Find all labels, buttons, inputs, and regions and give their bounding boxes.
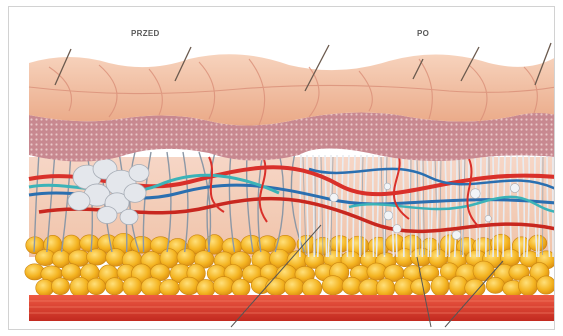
small-cell (470, 189, 480, 199)
skin-cross-section-diagram (9, 7, 555, 330)
fat-globule (266, 278, 287, 295)
fat-globule (465, 279, 486, 297)
fat-globule (518, 276, 537, 296)
fat-globule (537, 276, 555, 294)
fat-globule (177, 249, 196, 266)
fat-globule (86, 249, 106, 265)
fat-globule (486, 277, 505, 293)
small-cell (330, 193, 338, 201)
collagen-fiber (415, 155, 416, 257)
small-cell (485, 215, 491, 221)
small-cell (384, 211, 393, 220)
fat-globule (302, 279, 322, 298)
fat-globule (105, 278, 123, 295)
fat-globule (213, 277, 234, 296)
epidermis-layer (29, 54, 555, 125)
fibroblast-blob (120, 209, 138, 224)
fat-globule (123, 277, 142, 296)
fat-globule (232, 279, 250, 297)
illustration-frame: PRZED PO (8, 6, 555, 330)
fat-globule (36, 279, 54, 296)
after-label: PO (417, 29, 429, 38)
fat-layer (25, 233, 555, 297)
fat-globule (431, 276, 449, 296)
fat-globule (284, 278, 304, 296)
fat-globule (529, 235, 547, 251)
before-label: PRZED (131, 29, 160, 38)
fibroblast-blob (124, 184, 146, 203)
muscle-layer (29, 295, 555, 321)
fibroblast-blob (129, 165, 149, 182)
small-cell (384, 183, 391, 190)
fat-globule (322, 276, 344, 295)
fat-globule (87, 278, 105, 295)
fat-globule (342, 277, 361, 295)
fibroblast-blob (97, 207, 117, 224)
fibroblast-blob (68, 192, 90, 211)
fat-globule (411, 279, 431, 295)
small-cell (452, 231, 461, 240)
fat-globule (159, 279, 179, 296)
fat-globule (51, 278, 69, 295)
fat-globule (197, 279, 215, 297)
small-cell (510, 184, 519, 193)
fat-globule (376, 279, 395, 298)
collagen-fiber (493, 155, 494, 257)
fat-globule (179, 277, 199, 295)
small-cell (393, 225, 401, 233)
